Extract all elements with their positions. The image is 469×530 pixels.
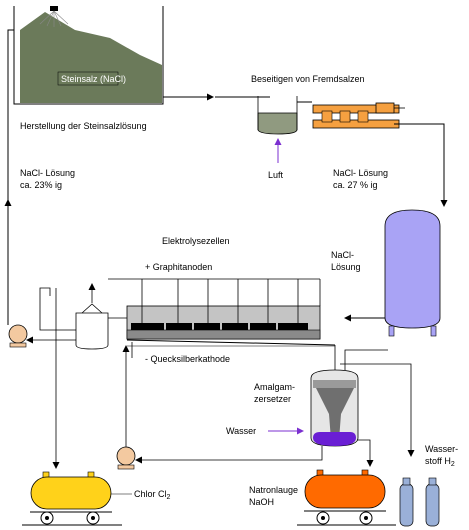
salt-label-box bbox=[57, 71, 119, 86]
naoh-label-2: NaOH bbox=[249, 497, 275, 507]
salt-deposit bbox=[13, 6, 164, 105]
brine-27-concentration: ca. 27 % ig bbox=[333, 180, 378, 190]
remove-salts-label: Beseitigen von Fremdsalzen bbox=[251, 74, 365, 84]
chlorine-tank-car bbox=[22, 471, 122, 526]
pump-middle bbox=[116, 446, 136, 470]
pipe-return-to-top bbox=[7, 29, 14, 325]
pipe-hydrogen bbox=[340, 363, 415, 457]
brine-27-label: NaCl- Lösung bbox=[333, 168, 389, 178]
diagram-title: Elektrolysezellen bbox=[162, 236, 230, 246]
sprinkler-icon bbox=[39, 6, 69, 27]
brine-storage-tank bbox=[384, 209, 441, 337]
separator-vessel bbox=[75, 303, 109, 350]
graphite-anodes-label: + Graphitanoden bbox=[145, 262, 213, 272]
pipe-mercury-return bbox=[135, 446, 323, 464]
filter-press bbox=[312, 102, 405, 129]
pipe-recirculation bbox=[39, 287, 76, 331]
tank-brine-label-2: Lösung bbox=[331, 262, 361, 272]
pipe-press-to-tank bbox=[394, 123, 448, 207]
hydrogen-label-1: Wasser- bbox=[425, 444, 459, 454]
amalgam-label-1: Amalgam- bbox=[254, 382, 296, 392]
naoh-tank-car bbox=[297, 469, 396, 526]
mercury-cathode-label: - Quecksilberkathode bbox=[145, 354, 231, 364]
pump-left bbox=[8, 324, 28, 348]
graphite-anodes bbox=[108, 278, 321, 330]
salt-deposit-label: Steinsalz (NaCl) bbox=[61, 74, 127, 84]
pipe-naoh-down bbox=[357, 439, 374, 467]
tank-brine-label-1: NaCl- bbox=[331, 250, 355, 260]
brine-23-label: NaCl- Lösung bbox=[20, 168, 76, 178]
air-label: Luft bbox=[268, 170, 284, 180]
chlorine-label: Chlor Cl2 bbox=[134, 489, 171, 501]
electrolysis-cell bbox=[126, 305, 336, 347]
brine-production-label: Herstellung der Steinsalzlösung bbox=[20, 121, 147, 131]
naoh-label-1: Natronlauge bbox=[249, 485, 299, 495]
hydrogen-cylinders bbox=[399, 477, 440, 527]
brine-23-concentration: ca. 23% ig bbox=[20, 180, 63, 190]
hydrogen-label-2: stoff H2 bbox=[425, 456, 455, 468]
filter-beaker bbox=[257, 96, 298, 135]
water-label: Wasser bbox=[226, 426, 257, 436]
pipe-decomposer-to-cell-top bbox=[344, 349, 388, 370]
amalgam-decomposer bbox=[310, 369, 359, 447]
amalgam-label-2: zersetzer bbox=[254, 394, 292, 404]
